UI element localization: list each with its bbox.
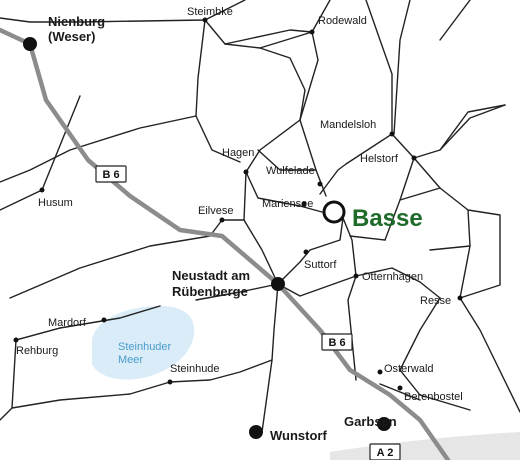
marker-mariensee bbox=[301, 201, 307, 207]
label-basse: Basse bbox=[352, 205, 423, 232]
b6-label-upper: B 6 bbox=[102, 169, 119, 181]
marker-wunstorf bbox=[249, 425, 263, 439]
b6-highway bbox=[0, 27, 451, 460]
label-eilvese: Eilvese bbox=[198, 205, 233, 217]
label-line: Steinhuder bbox=[118, 341, 172, 353]
marker-wulfelade bbox=[317, 181, 323, 187]
marker-nienburg bbox=[23, 37, 37, 51]
label-suttorf: Suttorf bbox=[304, 259, 337, 271]
label-nienburg: Nienburg(Weser) bbox=[48, 14, 105, 44]
marker-husum bbox=[39, 187, 45, 193]
marker-steinhude bbox=[167, 379, 173, 385]
marker-otternhagen bbox=[353, 273, 359, 279]
marker-suttorf bbox=[303, 249, 309, 255]
label-berenbostel: Berenbostel bbox=[404, 391, 463, 403]
lake-steinhuder-meer bbox=[92, 306, 195, 380]
marker-steimbke bbox=[202, 17, 208, 23]
label-line: (Weser) bbox=[48, 29, 95, 44]
label-resse: Resse bbox=[420, 295, 451, 307]
label-rodewald: Rodewald bbox=[318, 15, 367, 27]
label-hagen: Hagen bbox=[222, 147, 254, 159]
marker-hagen bbox=[243, 169, 249, 175]
marker-resse bbox=[457, 295, 463, 301]
label-steimbke: Steimbke bbox=[187, 6, 233, 18]
label-garbsen: Garbsen bbox=[344, 414, 397, 429]
label-steinhude: Steinhude bbox=[170, 363, 220, 375]
label-line: Nienburg bbox=[48, 14, 105, 29]
label-otternhagen: Otternhagen bbox=[362, 271, 423, 283]
marker-berenbostel bbox=[397, 385, 403, 391]
marker-basse bbox=[322, 200, 346, 224]
road-network bbox=[0, 0, 520, 433]
marker-osterwald bbox=[377, 369, 383, 375]
label-rehburg: Rehburg bbox=[16, 345, 58, 357]
town-markers bbox=[13, 17, 463, 439]
label-wulfelade: Wulfelade bbox=[266, 165, 315, 177]
marker-rehburg bbox=[13, 337, 19, 343]
marker-garbsen bbox=[377, 417, 391, 431]
label-husum: Husum bbox=[38, 197, 73, 209]
b6-label-lower: B 6 bbox=[328, 337, 345, 349]
b6-shield-lower: B 6 bbox=[321, 333, 353, 351]
label-wunstorf: Wunstorf bbox=[270, 428, 327, 443]
marker-helstorf bbox=[411, 155, 417, 161]
marker-mardorf bbox=[101, 317, 107, 323]
label-mariensee: Mariensee bbox=[262, 198, 313, 210]
b6-shield-upper: B 6 bbox=[95, 165, 127, 183]
label-osterwald: Osterwald bbox=[384, 363, 434, 375]
label-line: Meer bbox=[118, 354, 143, 366]
label-line: Neustadt am bbox=[172, 268, 250, 283]
marker-eilvese bbox=[219, 217, 225, 223]
marker-neustadt bbox=[271, 277, 285, 291]
label-helstorf: Helstorf bbox=[360, 153, 399, 165]
label-line: Rübenberge bbox=[172, 284, 248, 299]
a2-band bbox=[330, 432, 520, 460]
a2-shield: A 2 bbox=[369, 443, 401, 460]
label-mardorf: Mardorf bbox=[48, 317, 87, 329]
marker-rodewald bbox=[309, 29, 315, 35]
a2-label: A 2 bbox=[377, 447, 394, 459]
marker-mandelsloh bbox=[389, 131, 395, 137]
label-mandelsloh: Mandelsloh bbox=[320, 119, 376, 131]
